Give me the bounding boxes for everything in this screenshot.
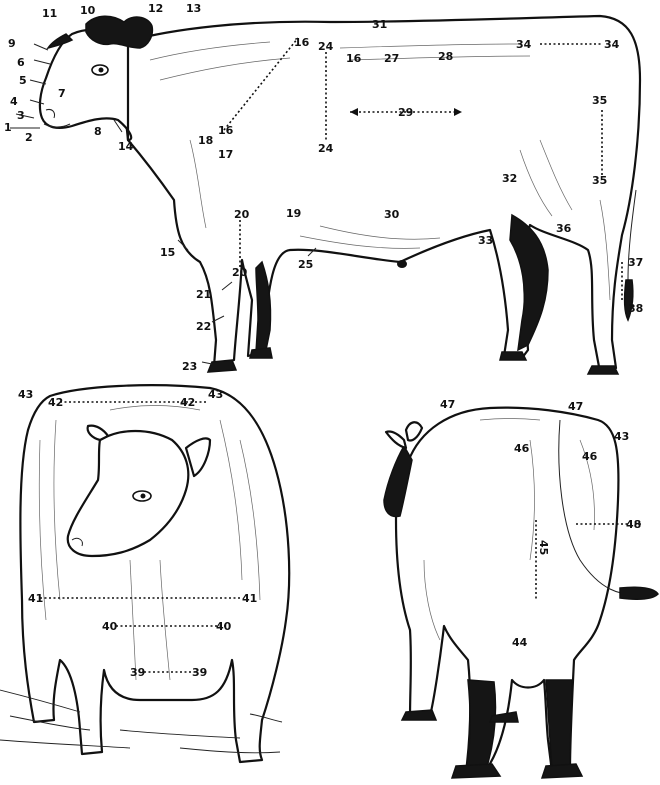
label-8: 8: [94, 125, 102, 138]
label-3: 3: [17, 109, 25, 122]
front-view-cow: 43 43 42 42 41 41 40 40 39 39: [0, 385, 289, 762]
label-7: 7: [58, 87, 66, 100]
rear-hoof-right: [542, 764, 582, 778]
side-pupil: [99, 68, 104, 73]
label-16-end: 16: [218, 124, 234, 137]
label-10: 10: [80, 4, 96, 17]
label-17: 17: [218, 148, 233, 161]
side-hoof-front-far: [250, 348, 272, 358]
label-15: 15: [160, 246, 175, 259]
front-pupil: [141, 494, 146, 499]
label-47-right: 47: [568, 400, 583, 413]
label-12: 12: [148, 2, 163, 15]
label-6: 6: [17, 56, 25, 69]
label-11: 11: [42, 7, 57, 20]
label-35-lower: 35: [592, 174, 607, 187]
label-35: 35: [592, 94, 607, 107]
label-39-right: 39: [192, 666, 207, 679]
label-30: 30: [384, 208, 400, 221]
label-25: 25: [298, 258, 313, 271]
label-43-front-left: 43: [18, 388, 33, 401]
label-33: 33: [478, 234, 493, 247]
label-29: 29: [398, 106, 413, 119]
label-24: 24: [318, 40, 334, 53]
side-navel: [397, 260, 407, 268]
label-16-loin: 16: [346, 52, 362, 65]
label-41-right: 41: [242, 592, 257, 605]
label-44: 44: [512, 636, 528, 649]
label-47-left: 47: [440, 398, 455, 411]
rear-hoof-left: [452, 764, 500, 778]
side-view-cow: 1 2 3 4 5 6 7 8 9 10 11 12 13 14 15 16 1…: [4, 2, 643, 374]
rear-tail-switch: [620, 587, 658, 599]
label-2: 2: [25, 131, 33, 144]
label-28: 28: [438, 50, 453, 63]
label-16: 16: [294, 36, 310, 49]
label-41-left: 41: [28, 592, 43, 605]
label-37: 37: [628, 256, 643, 269]
rear-view-cow: 47 47 43 46 46 48 45 44: [384, 398, 658, 778]
label-23: 23: [182, 360, 197, 373]
label-43-front-right: 43: [208, 388, 223, 401]
label-18: 18: [198, 134, 213, 147]
label-40-left: 40: [102, 620, 118, 633]
label-9: 9: [8, 37, 16, 50]
rear-horn: [386, 431, 406, 448]
label-13: 13: [186, 2, 201, 15]
label-24-lower: 24: [318, 142, 334, 155]
label-4: 4: [10, 95, 18, 108]
label-14: 14: [118, 140, 134, 153]
label-22: 22: [196, 320, 211, 333]
label-40-right: 40: [216, 620, 232, 633]
label-20-lower: 20: [232, 266, 248, 279]
label-34-end: 34: [604, 38, 620, 51]
side-body-outline: [118, 16, 640, 372]
label-34: 34: [516, 38, 532, 51]
label-46-left: 46: [514, 442, 530, 455]
side-hoof-hind-near: [588, 366, 618, 374]
side-hoof-front-near: [208, 360, 236, 372]
label-36: 36: [556, 222, 572, 235]
label-31: 31: [372, 18, 387, 31]
label-43-rear: 43: [614, 430, 629, 443]
label-27: 27: [384, 52, 399, 65]
label-46-right: 46: [582, 450, 598, 463]
label-42-right: 42: [180, 396, 195, 409]
label-39-left: 39: [130, 666, 145, 679]
rear-ear: [406, 422, 422, 440]
rear-hoof-far-left: [402, 710, 436, 720]
label-5: 5: [19, 74, 27, 87]
label-45: 45: [537, 540, 550, 555]
label-1: 1: [4, 121, 12, 134]
label-21: 21: [196, 288, 211, 301]
side-hoof-hind-far: [500, 352, 526, 360]
label-38: 38: [628, 302, 643, 315]
label-32: 32: [502, 172, 517, 185]
label-42-left: 42: [48, 396, 63, 409]
label-20: 20: [234, 208, 250, 221]
label-48: 48: [626, 518, 641, 531]
label-19: 19: [286, 207, 301, 220]
